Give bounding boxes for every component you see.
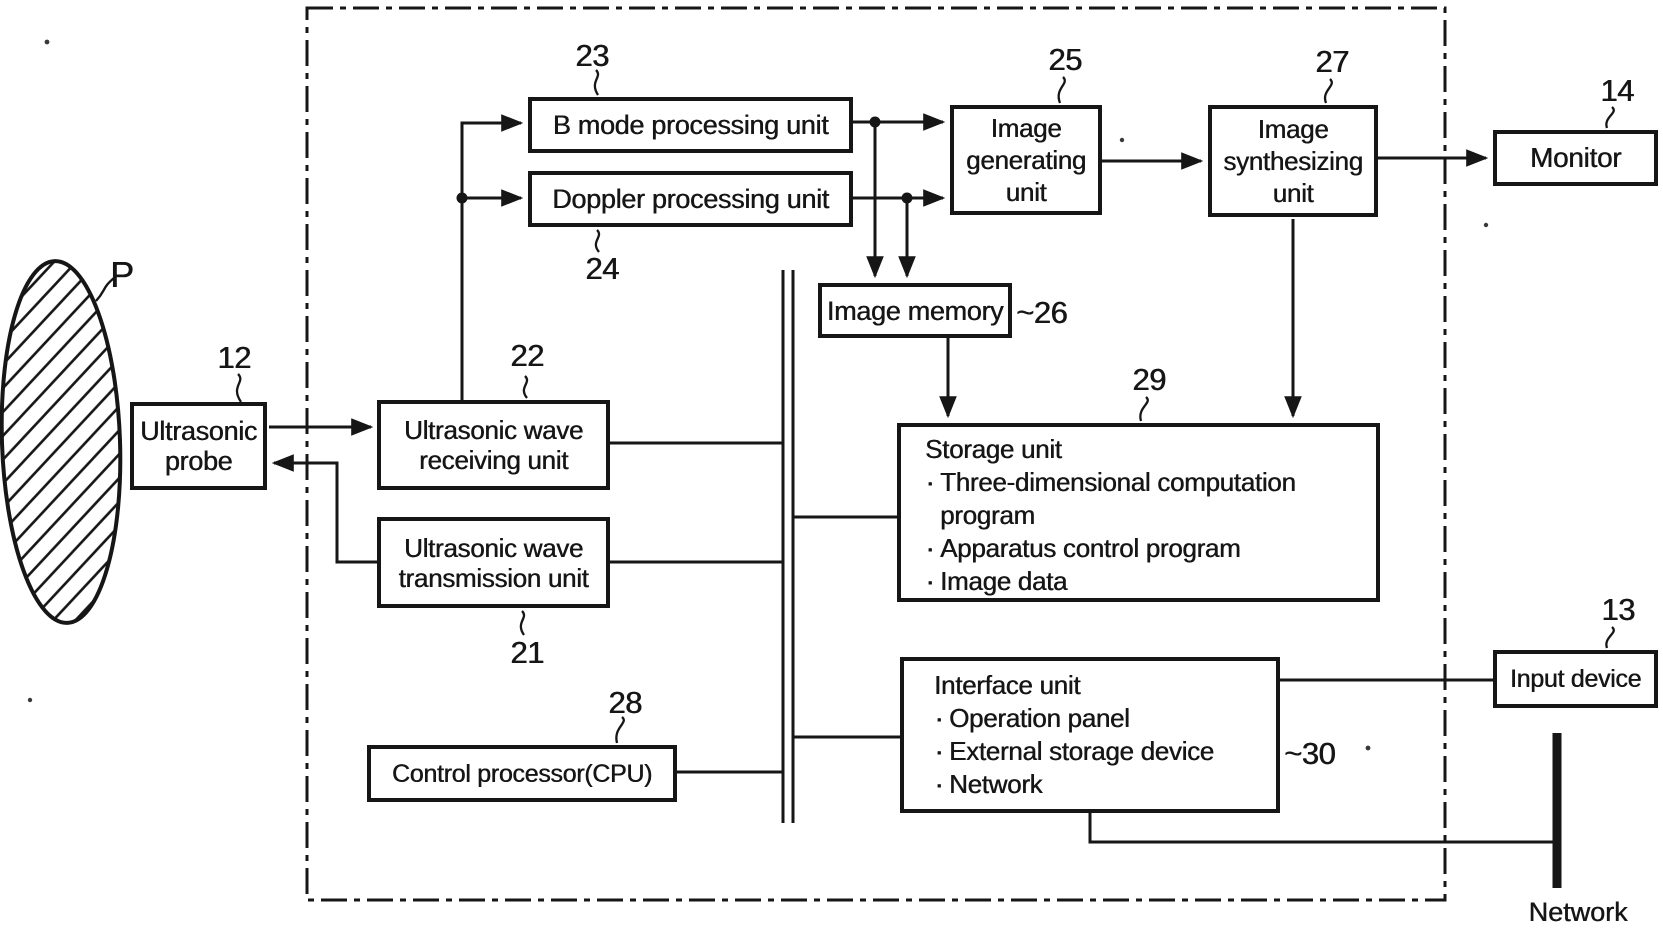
ref-label-13: 13	[1601, 592, 1635, 627]
box-label: Image synthesizing unit	[1223, 114, 1363, 208]
ref-leader-23	[593, 69, 600, 96]
ref-leader-21	[519, 610, 526, 636]
box-image-memory: Image memory	[818, 283, 1012, 338]
junction-dot	[869, 116, 881, 128]
ref-leader-28	[615, 716, 625, 744]
junction-dot	[901, 192, 913, 204]
box-b-mode-processing-unit: B mode processing unit	[528, 97, 853, 153]
box-label: Doppler processing unit	[552, 184, 829, 214]
box-ultrasonic-wave-transmission-unit: Ultrasonic wave transmission unit	[377, 517, 610, 608]
box-control-processor-cpu: Control processor(CPU)	[367, 745, 677, 802]
junction-dot	[456, 192, 468, 204]
ref-label-24: 24	[585, 251, 619, 286]
ref-label-29: 29	[1132, 362, 1166, 397]
ref-label-23: 23	[575, 38, 609, 73]
bullet-icon: ·	[925, 532, 935, 565]
box-label: Image generating unit	[966, 113, 1086, 207]
ref-label-14: 14	[1600, 73, 1634, 108]
box-label: B mode processing unit	[552, 110, 829, 140]
scan-speck	[1119, 137, 1125, 143]
box-interface-unit: Interface unit · Operation panel · Exter…	[900, 657, 1280, 813]
bullet-icon: ·	[934, 702, 944, 735]
bullet-icon: ·	[934, 768, 944, 801]
box-monitor: Monitor	[1493, 130, 1658, 186]
patient-ellipse	[0, 259, 123, 625]
box-image-generating-unit: Image generating unit	[950, 105, 1102, 215]
ref-leader-14	[1605, 106, 1615, 129]
transmission-to-probe-arrow	[271, 454, 377, 564]
box-label: Ultrasonic probe	[139, 416, 258, 476]
panel-title: Storage unit	[925, 434, 1062, 464]
bullet-icon: ·	[925, 565, 935, 598]
bullet-icon: ·	[934, 735, 944, 768]
list-item: · Image data	[925, 565, 1068, 598]
box-label: Ultrasonic wave transmission unit	[398, 532, 589, 593]
list-item: · Network	[934, 768, 1043, 801]
box-label: Input device	[1509, 665, 1642, 693]
box-label: Ultrasonic wave receiving unit	[403, 415, 583, 475]
ref-label-30: ~30	[1284, 736, 1336, 771]
scan-speck	[44, 39, 50, 45]
list-item: · Apparatus control program	[925, 532, 1241, 565]
ref-label-21: 21	[510, 635, 544, 670]
ref-label-22: 22	[510, 338, 544, 373]
box-storage-unit: Storage unit · Three-dimensional computa…	[897, 423, 1380, 602]
apparatus-boundary	[305, 6, 1447, 902]
list-item: · Three-dimensional computation program	[925, 466, 1296, 530]
ref-leader-25	[1057, 76, 1066, 104]
network-label: Network	[1528, 897, 1628, 927]
ref-label-25: 25	[1048, 42, 1082, 77]
ref-leader-29	[1139, 396, 1149, 422]
box-doppler-processing-unit: Doppler processing unit	[528, 171, 853, 227]
ref-label-12: 12	[217, 340, 251, 375]
box-label: Image memory	[826, 295, 1004, 326]
ref-leader-12	[235, 373, 242, 403]
scan-speck	[27, 697, 33, 703]
box-label: Monitor	[1529, 142, 1622, 173]
box-image-synthesizing-unit: Image synthesizing unit	[1208, 105, 1378, 217]
patient-label: P	[110, 254, 135, 295]
receiving-to-bmode-feed-arrow	[460, 114, 524, 400]
list-item: · External storage device	[934, 735, 1214, 768]
box-input-device: Input device	[1493, 650, 1658, 708]
ref-label-26: ~26	[1016, 295, 1068, 330]
ref-leader-13	[1605, 626, 1615, 649]
patient-leader	[95, 277, 115, 302]
bullet-icon: ·	[925, 466, 935, 499]
list-item: · Operation panel	[934, 702, 1130, 735]
panel-title: Interface unit	[934, 670, 1081, 700]
ref-label-27: 27	[1315, 44, 1349, 79]
ref-label-28: 28	[608, 685, 642, 720]
ref-leader-24	[594, 229, 601, 253]
box-label: Control processor(CPU)	[391, 759, 653, 788]
scan-speck	[1365, 745, 1371, 751]
ref-leader-22	[522, 375, 529, 399]
ref-leader-27	[1323, 78, 1333, 104]
box-ultrasonic-probe: Ultrasonic probe	[130, 402, 267, 490]
interface-to-network-line	[1088, 811, 1553, 844]
box-ultrasonic-wave-receiving-unit: Ultrasonic wave receiving unit	[377, 400, 610, 490]
scan-speck	[1483, 222, 1489, 228]
